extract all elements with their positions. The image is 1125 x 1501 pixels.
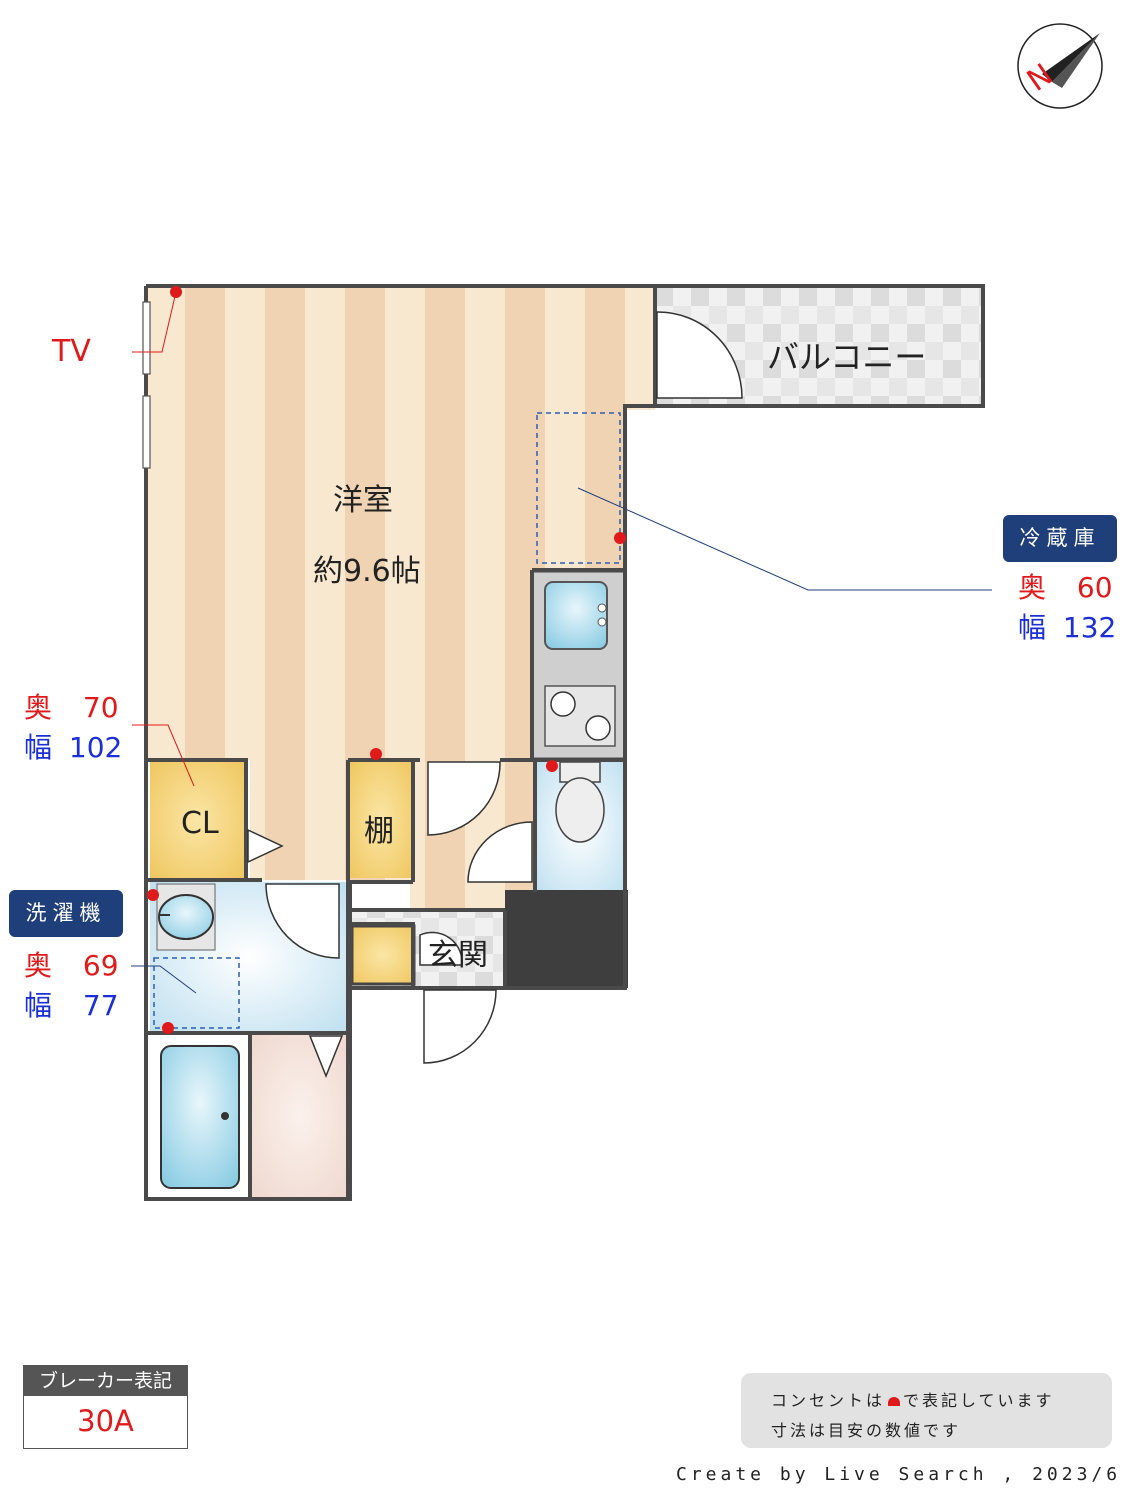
leader-lines (131, 291, 992, 994)
western-room-size: 約9.6帖 (313, 554, 421, 589)
outlet-dot (162, 1022, 174, 1034)
washer-depth-label: 奥 (24, 949, 53, 982)
tv-outlet-label: TV (52, 334, 91, 369)
wash-basin (156, 883, 216, 951)
outlet-symbol-icon (888, 1397, 901, 1406)
outlet-markers (147, 286, 626, 1034)
closet-width-value: 102 (68, 731, 123, 764)
closet-depth-label: 奥 (24, 691, 53, 724)
credit-text: Create by Live Search , 2023/6 (676, 1464, 1122, 1485)
fridge-width-value: 132 (1062, 611, 1117, 644)
bathtub (160, 1045, 240, 1189)
closet-width-label: 幅 (24, 731, 53, 764)
washer-width-value: 77 (82, 989, 119, 1022)
fridge-width-label: 幅 (1018, 611, 1047, 644)
washer-depth-value: 69 (82, 949, 119, 982)
washer-width-label: 幅 (24, 989, 53, 1022)
notes-box: コンセントはで表記しています 寸法は目安の数値です (741, 1373, 1112, 1448)
toilet-room (535, 760, 625, 892)
outlet-dot (546, 760, 558, 772)
fridge-badge: 冷蔵庫 (1003, 515, 1117, 562)
balcony-label: バルコニー (767, 338, 927, 376)
note-line1-after: で表記しています (903, 1391, 1055, 1410)
closet-area (150, 762, 244, 878)
outlet-dot (370, 748, 382, 760)
entrance-label: 玄関 (428, 938, 488, 973)
western-room-floor (148, 288, 655, 910)
pipe-shaft (505, 890, 628, 988)
breaker-value: 30A (77, 1404, 134, 1438)
bath-dressing-area (252, 1035, 348, 1197)
breaker-heading: ブレーカー表記 (24, 1366, 187, 1396)
shelf-area (350, 762, 412, 878)
north-compass: N (1017, 23, 1103, 109)
windows (142, 301, 151, 469)
note-line1-before: コンセントは (771, 1391, 886, 1410)
breaker-box: ブレーカー表記 30A (23, 1365, 188, 1449)
closet-label: CL (181, 806, 219, 841)
note-line2: 寸法は目安の数値です (771, 1421, 962, 1440)
kitchen-counter (531, 571, 626, 759)
washer-space (153, 957, 240, 1029)
walls (144, 284, 985, 1201)
closet-depth-value: 70 (82, 691, 119, 724)
fridge-space (536, 412, 621, 564)
western-room-name: 洋室 (333, 483, 393, 518)
washer-badge: 洗濯機 (9, 890, 123, 937)
fridge-depth-value: 60 (1076, 571, 1113, 604)
washer-dimensions: 奥 69 幅 77 (24, 946, 119, 1026)
outlet-dot (147, 889, 159, 901)
fold-door-markers (247, 828, 344, 1079)
outlet-dot (614, 532, 626, 544)
fridge-depth-label: 奥 (1018, 571, 1047, 604)
fridge-dimensions: 奥 60 幅 132 (1018, 568, 1116, 648)
doors (265, 311, 743, 1064)
shelf-label: 棚 (364, 814, 394, 849)
closet-dimensions: 奥 70 幅 102 (24, 688, 122, 768)
